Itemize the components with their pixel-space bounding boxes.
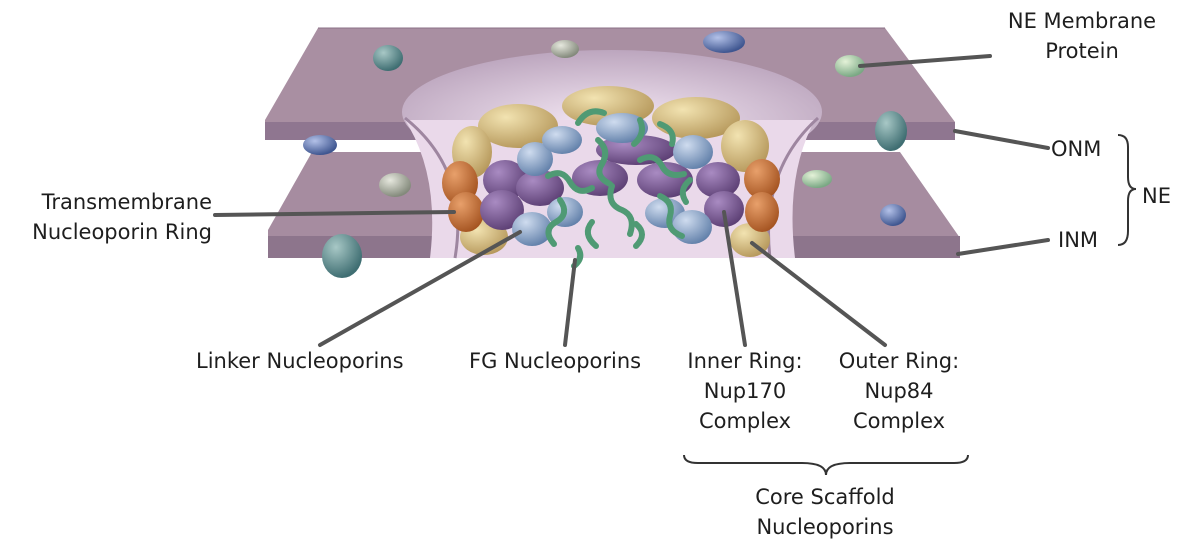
membrane-protein	[373, 45, 403, 71]
inm-label: INM	[1058, 225, 1098, 255]
membrane-protein	[322, 234, 362, 278]
inner-ring-label: Inner Ring: Nup170 Complex	[670, 346, 820, 436]
fg-label: FG Nucleoporins	[469, 346, 641, 376]
transmembrane-label: Transmembrane Nucleoporin Ring	[0, 187, 212, 247]
membrane-protein	[875, 111, 907, 151]
linker-label: Linker Nucleoporins	[196, 346, 404, 376]
core-scaffold-label: Core Scaffold Nucleoporins	[720, 482, 930, 542]
membrane-protein	[551, 40, 579, 58]
core-scaffold-brace	[684, 455, 968, 475]
membrane-protein	[703, 31, 745, 53]
ne-label: NE	[1142, 181, 1171, 211]
ne-brace	[1118, 135, 1136, 245]
onm-label: ONM	[1051, 134, 1101, 164]
leader-onm	[955, 131, 1048, 148]
outer-ring-label: Outer Ring: Nup84 Complex	[824, 346, 974, 436]
membrane-protein	[880, 204, 906, 226]
leader-inm	[958, 240, 1048, 254]
membrane-protein	[303, 135, 337, 155]
membrane-protein	[379, 173, 411, 197]
ne-membrane-protein-label: NE Membrane Protein	[992, 6, 1172, 66]
membrane-protein	[802, 170, 832, 188]
leader-fg	[565, 260, 575, 345]
leader-outer-ring	[752, 243, 885, 345]
